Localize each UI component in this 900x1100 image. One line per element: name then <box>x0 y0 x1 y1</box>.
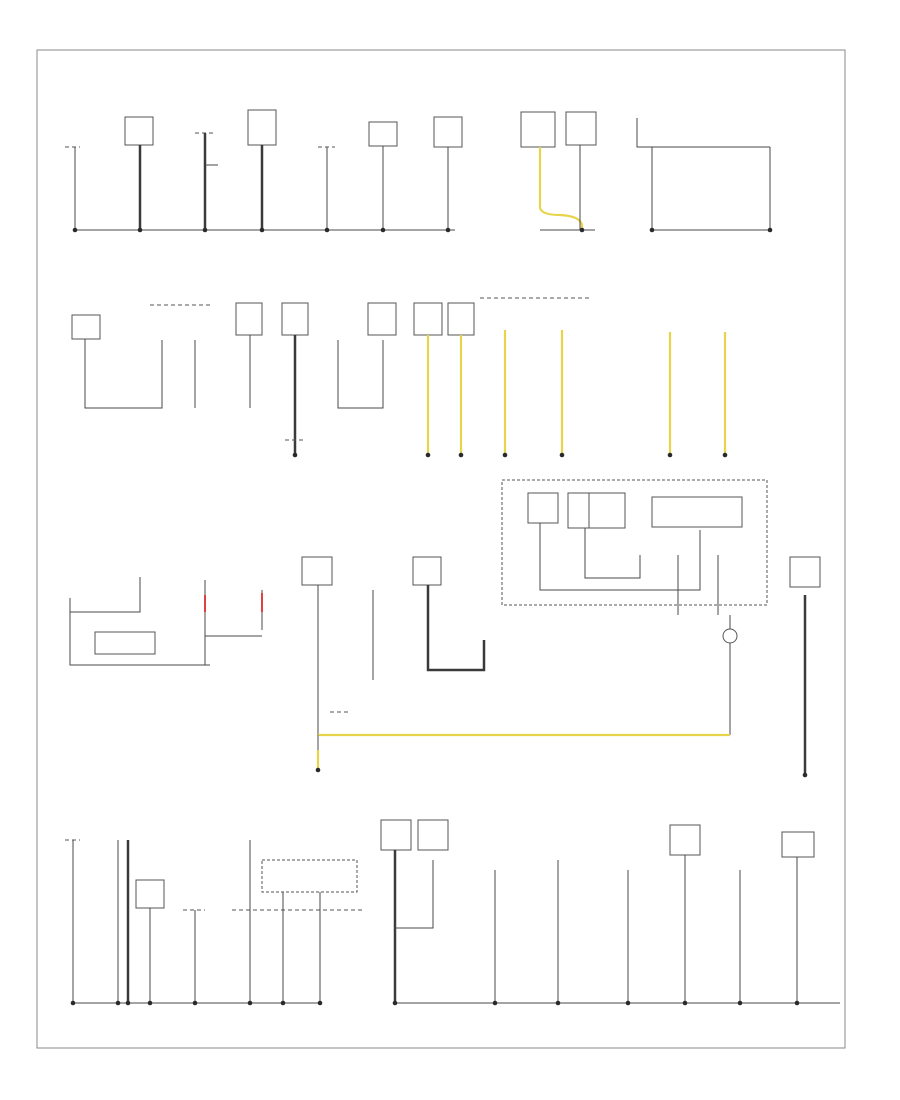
component-row3-fuse <box>722 615 738 735</box>
component-row3-6 <box>412 556 486 672</box>
component-row2-6 <box>413 302 443 455</box>
component-row3-splice <box>316 680 730 770</box>
component-row4-1 <box>65 839 80 1003</box>
component-row4-2 <box>117 840 130 1003</box>
row4-circuits <box>65 819 840 1006</box>
component-row2-2 <box>150 304 210 408</box>
component-row1-4 <box>247 109 277 230</box>
component-row4-5 <box>232 840 365 1003</box>
component-row3-4 <box>301 556 333 680</box>
component-row1-2 <box>124 116 154 230</box>
component-row3-1 <box>69 577 210 666</box>
component-row2-3 <box>235 302 263 408</box>
component-row2-4 <box>281 302 309 455</box>
component-row3-3 <box>205 590 263 637</box>
component-row4-14 <box>781 831 815 1003</box>
diagram-frame <box>36 49 846 1049</box>
component-row2-7 <box>447 302 475 455</box>
component-row4-12 <box>669 824 701 1003</box>
ground-points-row2 <box>292 452 728 458</box>
component-row1-6 <box>368 121 398 230</box>
component-row1-9 <box>565 111 597 230</box>
component-row2-1 <box>71 314 163 409</box>
component-row2-5 <box>337 302 397 409</box>
component-row1-3 <box>195 132 218 230</box>
component-row3-7 <box>501 479 768 615</box>
ground-points-row3 <box>315 767 808 778</box>
component-row1-10 <box>636 118 771 230</box>
component-row1-1 <box>65 146 80 230</box>
ground-points-row4 <box>70 1000 800 1006</box>
component-row4-8 <box>380 819 449 1003</box>
row2-circuits <box>71 297 728 458</box>
component-row3-8 <box>789 556 821 775</box>
component-row4-4 <box>183 909 205 1003</box>
component-row1-7 <box>433 116 463 230</box>
row3-circuits <box>69 479 821 778</box>
row1-circuits <box>65 109 773 233</box>
ground-points-row1 <box>72 227 773 233</box>
component-row1-5 <box>318 146 335 230</box>
component-row4-3 <box>135 879 165 1003</box>
